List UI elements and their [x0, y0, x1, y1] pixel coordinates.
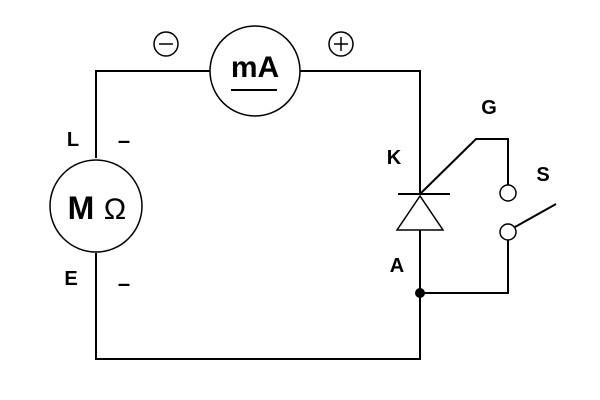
ammeter-positive-terminal-marker	[328, 31, 354, 57]
plus-circle-icon	[328, 31, 354, 57]
switch-blade	[514, 203, 557, 228]
thyristor-cathode-label: K	[387, 147, 402, 169]
switch-label: S	[536, 164, 549, 186]
thyristor-gate-label: G	[481, 97, 497, 119]
top-wire-right	[300, 70, 421, 194]
ammeter-negative-terminal-marker	[153, 31, 179, 57]
gate-wire	[419, 138, 509, 195]
bottom-loop-wire	[95, 230, 421, 360]
milliammeter-body	[209, 25, 301, 117]
milliammeter: mA	[209, 25, 301, 117]
switch-return-wire	[420, 240, 509, 294]
terminal-e-label: E	[64, 268, 77, 290]
megohmmeter: M Ω	[49, 159, 143, 253]
switch-lower-contact	[499, 223, 517, 241]
terminal-l-sign: –	[118, 128, 130, 153]
terminal-l-label: L	[67, 129, 79, 151]
circuit-wires	[95, 70, 557, 360]
junction-dot	[415, 288, 425, 298]
milliammeter-unit-label: mA	[231, 51, 279, 84]
switch-s	[499, 184, 517, 241]
thyristor-anode-label: A	[390, 255, 404, 277]
switch-upper-contact	[499, 184, 517, 202]
minus-circle-icon	[153, 31, 179, 57]
thyristor-triangle	[395, 194, 445, 231]
top-wire-left	[95, 70, 210, 158]
terminal-e-sign: –	[118, 271, 130, 296]
megohmmeter-unit-symbol: Ω	[104, 193, 126, 226]
thyristor	[395, 193, 450, 231]
megohmmeter-unit-prefix: M	[68, 190, 95, 226]
megohmmeter-body	[49, 159, 143, 253]
